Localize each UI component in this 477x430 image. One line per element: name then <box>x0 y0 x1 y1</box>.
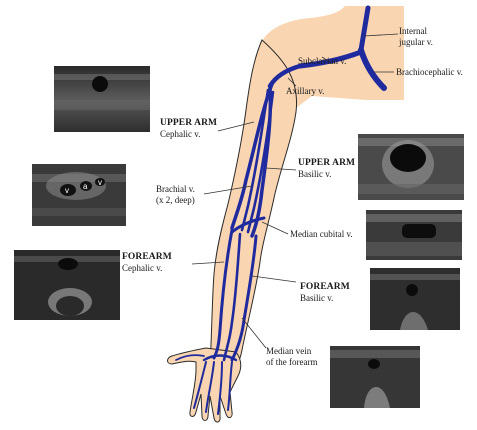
label-axillary: Axillary v. <box>286 86 324 97</box>
ultrasound-forearm-cephalic <box>14 250 120 320</box>
label-forearm-basilic: FOREARM Basilic v. <box>300 282 350 304</box>
label-median-forearm: Median vein of the forearm <box>266 346 317 368</box>
vessel-lumen <box>368 359 380 369</box>
arm-silhouette <box>210 40 297 366</box>
label-internal-jugular: Internal jugular v. <box>399 26 433 48</box>
ultrasound-upper-cephalic <box>54 66 150 132</box>
label-forearm-cephalic: FOREARM Cephalic v. <box>122 252 172 274</box>
ultrasound-marker-a: a <box>83 182 88 191</box>
label-subclavian: Subclavian v. <box>298 56 346 67</box>
label-upper-cephalic: UPPER ARM Cephalic v. <box>160 118 217 140</box>
ultrasound-brachial: v a v <box>32 164 126 226</box>
ultrasound-upper-basilic <box>358 134 464 200</box>
ultrasound-marker-v1: v <box>65 186 69 195</box>
leader-forearm-basilic <box>252 276 296 282</box>
label-upper-basilic: UPPER ARM Basilic v. <box>298 158 355 180</box>
vessel-lumen <box>406 284 418 296</box>
vessel-lumen <box>58 258 78 270</box>
label-brachial: Brachial v. (x 2, deep) <box>156 184 195 206</box>
vessel-lumen <box>390 144 426 172</box>
label-median-cubital: Median cubital v. <box>290 229 353 240</box>
ultrasound-marker-v2: v <box>98 178 102 187</box>
ultrasound-median-cubital <box>366 210 462 260</box>
vessel-lumen <box>92 76 108 92</box>
vessel-lumen <box>402 224 436 238</box>
label-brachiocephalic: Brachiocephalic v. <box>396 67 463 78</box>
ultrasound-median-forearm <box>330 346 420 408</box>
ultrasound-forearm-basilic <box>370 268 460 330</box>
